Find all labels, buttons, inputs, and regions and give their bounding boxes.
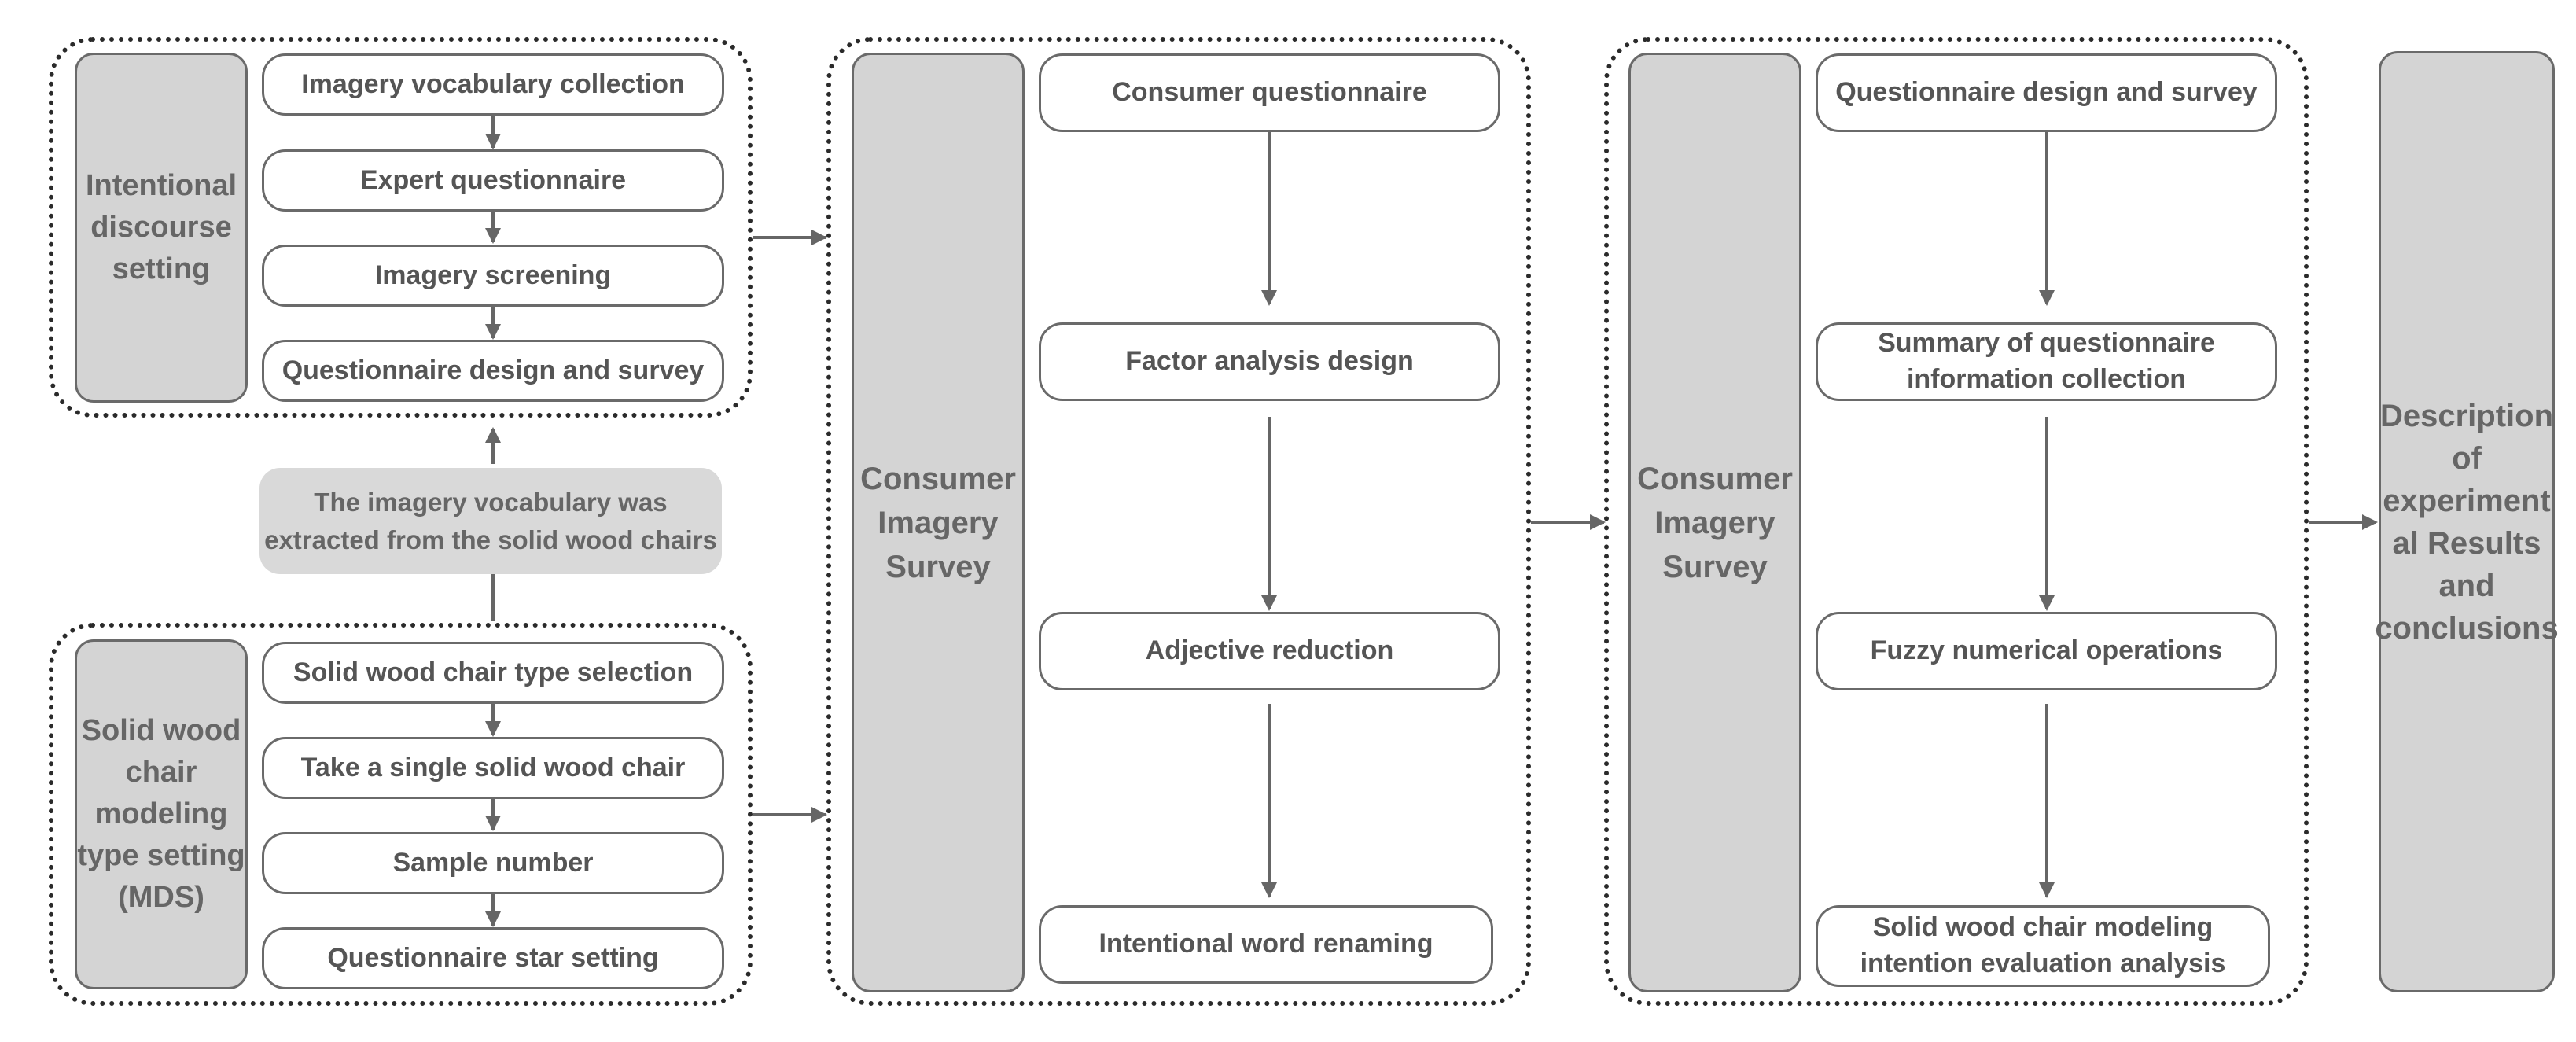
group-consumer-imagery-survey-2	[1604, 37, 2309, 1006]
step-imagery-screening: Imagery screening	[262, 245, 724, 307]
step-sample-number: Sample number	[262, 832, 724, 894]
step-summary-questionnaire-information: Summary of questionnaire information col…	[1816, 322, 2277, 401]
step-expert-questionnaire: Expert questionnaire	[262, 149, 724, 212]
step-questionnaire-design-survey-1: Questionnaire design and survey	[262, 340, 724, 402]
step-solid-wood-chair-type-selection: Solid wood chair type selection	[262, 642, 724, 704]
step-questionnaire-design-survey-2: Questionnaire design and survey	[1816, 53, 2277, 132]
step-questionnaire-star-setting: Questionnaire star setting	[262, 927, 724, 989]
step-imagery-vocabulary-collection: Imagery vocabulary collection	[262, 53, 724, 116]
group-solid-wood-chair-modeling	[49, 623, 753, 1006]
final-results-conclusions: Description of experiment al Results and…	[2375, 51, 2559, 992]
step-modeling-intention-evaluation: Solid wood chair modeling intention eval…	[1816, 905, 2270, 987]
step-factor-analysis-design: Factor analysis design	[1039, 322, 1500, 401]
step-take-single-solid-wood-chair: Take a single solid wood chair	[262, 737, 724, 799]
group3-label: Consumer Imagery Survey	[852, 53, 1025, 992]
step-fuzzy-numerical-operations: Fuzzy numerical operations	[1816, 612, 2277, 690]
step-intentional-word-renaming: Intentional word renaming	[1039, 905, 1493, 984]
group-intentional-discourse	[49, 37, 753, 418]
step-consumer-questionnaire: Consumer questionnaire	[1039, 53, 1500, 132]
group1-label: Intentional discourse setting	[75, 53, 248, 403]
group2-label: Solid wood chair modeling type setting (…	[75, 639, 248, 989]
group-consumer-imagery-survey-1	[826, 37, 1531, 1006]
note-vocabulary-extracted: The imagery vocabulary was extracted fro…	[259, 468, 722, 574]
step-adjective-reduction: Adjective reduction	[1039, 612, 1500, 690]
group4-label: Consumer Imagery Survey	[1628, 53, 1801, 992]
